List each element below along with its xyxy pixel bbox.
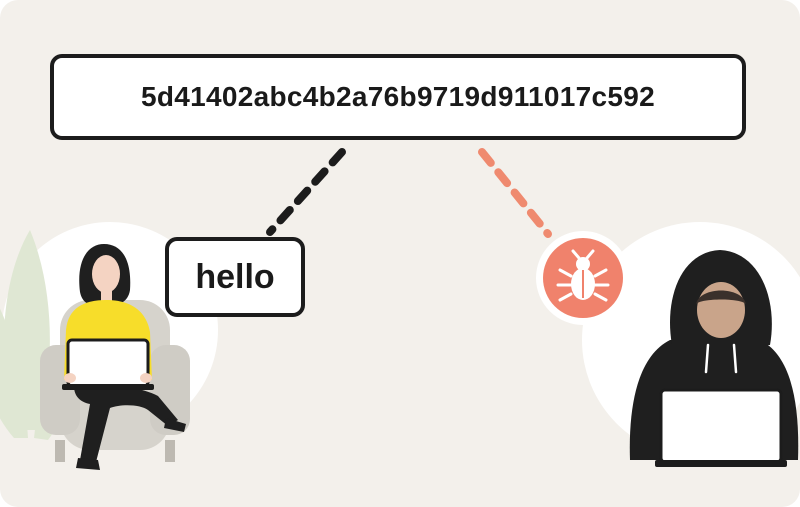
- user-link-line: [266, 148, 346, 236]
- user-person: [62, 244, 186, 470]
- message-text: hello: [195, 257, 275, 296]
- bug-icon: [556, 249, 610, 302]
- bug-badge: [536, 231, 630, 325]
- message-input-box: hello: [165, 237, 305, 317]
- hash-output-box: 5d41402abc4b2a76b9719d911017c592: [50, 54, 746, 140]
- hash-value: 5d41402abc4b2a76b9719d911017c592: [140, 81, 656, 112]
- attacker-person: [629, 250, 799, 467]
- attacker-link-line: [478, 148, 552, 238]
